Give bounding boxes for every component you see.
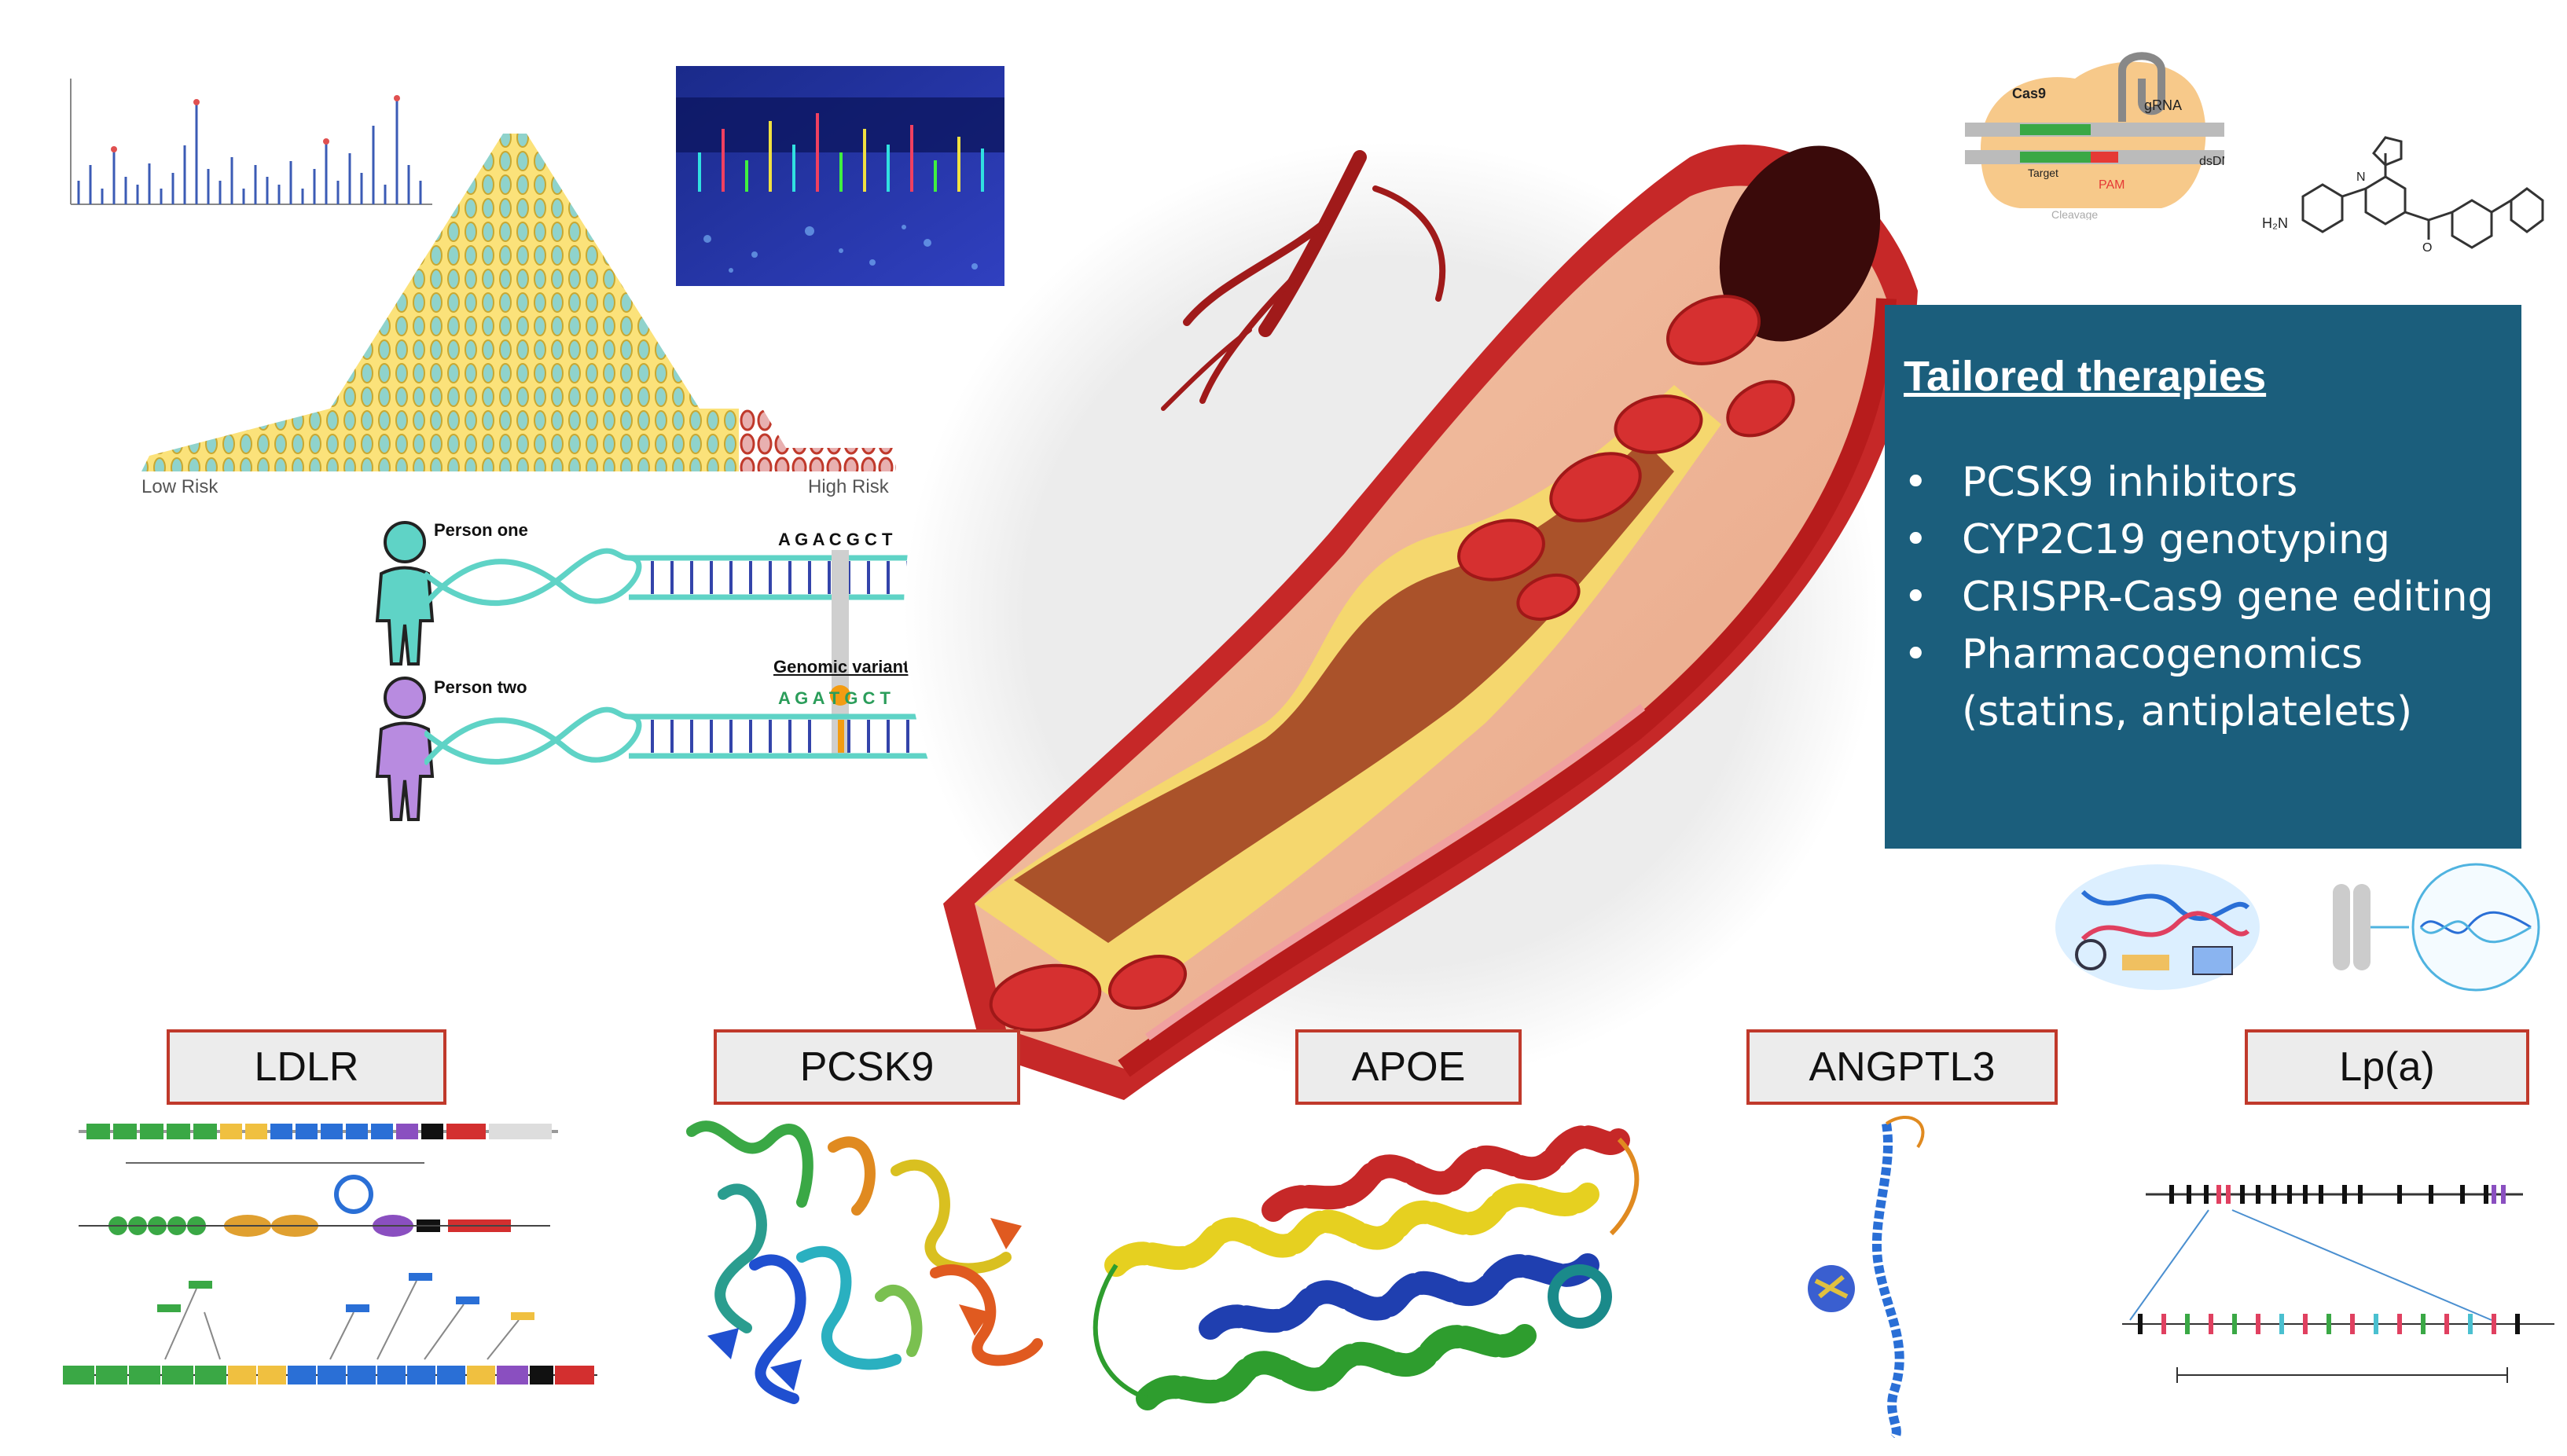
- person-one-figure: [375, 521, 435, 666]
- low-risk-label: Low Risk: [141, 476, 219, 497]
- high-risk-label: High Risk: [808, 476, 889, 497]
- cleavage-label: Cleavage: [2051, 208, 2098, 220]
- person-two-label: Person two: [434, 677, 527, 697]
- lpa-gene-structure-diagram: [2122, 1185, 2554, 1383]
- pharmacogenomics-illustration: [2055, 864, 2260, 990]
- genomic-variant-label: Genomic variant: [773, 657, 909, 677]
- drug-chemical-structure: H₂N N O: [2262, 136, 2544, 255]
- svg-text:H₂N: H₂N: [2262, 215, 2288, 231]
- cas9-label: Cas9: [2012, 86, 2046, 101]
- dsdna-label: dsDNA: [2199, 155, 2224, 168]
- dna-sequencing-image: [676, 66, 1004, 286]
- population-risk-distribution: [141, 134, 896, 471]
- tailored-therapies-panel: Tailored therapies •PCSK9 inhibitors •CY…: [1885, 305, 2521, 849]
- list-item: •PCSK9 inhibitors: [1904, 459, 2298, 506]
- pcsk9-protein-structure: [686, 1120, 1043, 1404]
- sequence-two: A G A T G C T: [778, 688, 891, 708]
- apoe-protein-structure: [1093, 1125, 1640, 1410]
- list-item: •Pharmacogenomics: [1904, 631, 2363, 678]
- list-item: •CYP2C19 genotyping: [1904, 516, 2390, 563]
- svg-text:N: N: [2356, 171, 2366, 184]
- variant-marker: [830, 685, 850, 706]
- therapy-list: •PCSK9 inhibitors •CYP2C19 genotyping •C…: [1900, 454, 2494, 684]
- pam-label: PAM: [2099, 178, 2124, 192]
- panel-title: Tailored therapies: [1904, 353, 2267, 400]
- artery-plaque-illustration: [904, 141, 1918, 1100]
- person-two-figure: [375, 677, 435, 821]
- angptl3-protein-structure: [1808, 1115, 1925, 1438]
- gene-label-apoe: APOE: [1295, 1029, 1522, 1105]
- manhattan-plot-image: [63, 71, 440, 212]
- list-item: •CRISPR-Cas9 gene editing: [1904, 574, 2494, 621]
- list-item-continuation: (statins, antiplatelets): [1962, 688, 2413, 735]
- person-one-label: Person one: [434, 520, 528, 540]
- gene-label-ldlr: LDLR: [167, 1029, 446, 1105]
- gene-label-lpa: Lp(a): [2245, 1029, 2529, 1105]
- crispr-cas9-diagram: Cas9 gRNA Target PAM dsDNA Cleavage: [1965, 52, 2224, 220]
- grna-label: gRNA: [2144, 97, 2182, 113]
- ldlr-domain-diagram: [63, 1124, 597, 1384]
- sequence-one: A G A C G C T: [778, 530, 893, 549]
- chromosome-gene-illustration: [2333, 863, 2540, 992]
- gene-label-pcsk9: PCSK9: [714, 1029, 1020, 1105]
- gene-label-angptl3: ANGPTL3: [1746, 1029, 2058, 1105]
- svg-text:O: O: [2422, 241, 2432, 255]
- target-label: Target: [2028, 167, 2058, 179]
